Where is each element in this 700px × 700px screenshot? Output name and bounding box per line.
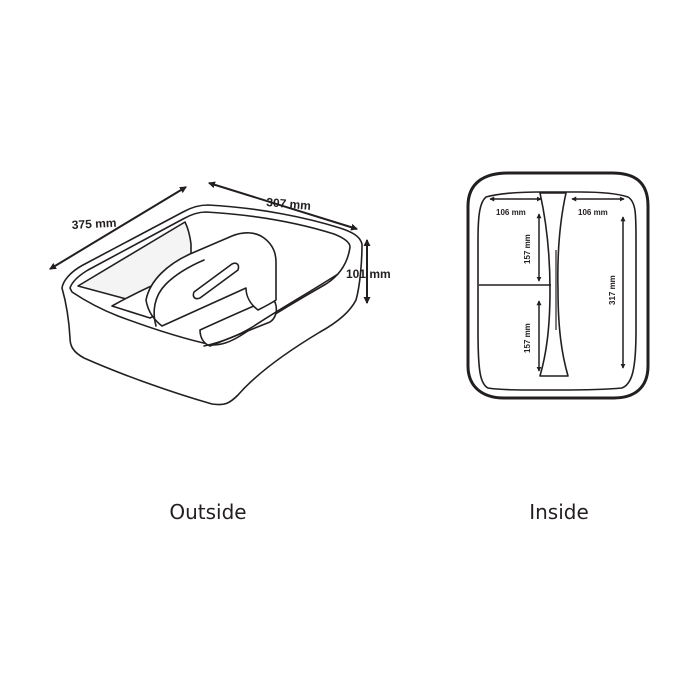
height-label: 101 mm xyxy=(346,267,391,281)
outside-caption: Outside xyxy=(169,500,247,524)
tray-front-edge xyxy=(203,273,339,347)
right-width-label: 106 mm xyxy=(578,208,608,217)
inside-dimension-arrows xyxy=(489,196,626,372)
tray-handle-slot xyxy=(192,262,240,300)
lower-left-depth-label: 157 mm xyxy=(523,323,532,353)
inside-inner-rim xyxy=(477,191,637,391)
upper-left-depth-label: 157 mm xyxy=(523,234,532,264)
length-label: 375 mm xyxy=(71,216,116,232)
width-label: 307 mm xyxy=(266,195,312,213)
left-width-label: 106 mm xyxy=(496,208,526,217)
tray-divider-edge xyxy=(153,259,205,327)
outside-dimension-arrows xyxy=(49,181,371,305)
inside-center-divider xyxy=(539,192,569,377)
right-depth-label: 317 mm xyxy=(608,275,617,305)
inside-caption: Inside xyxy=(529,500,589,524)
length-arrow xyxy=(49,186,187,270)
width-arrow xyxy=(207,181,359,231)
inside-tray-drawing xyxy=(466,171,650,400)
